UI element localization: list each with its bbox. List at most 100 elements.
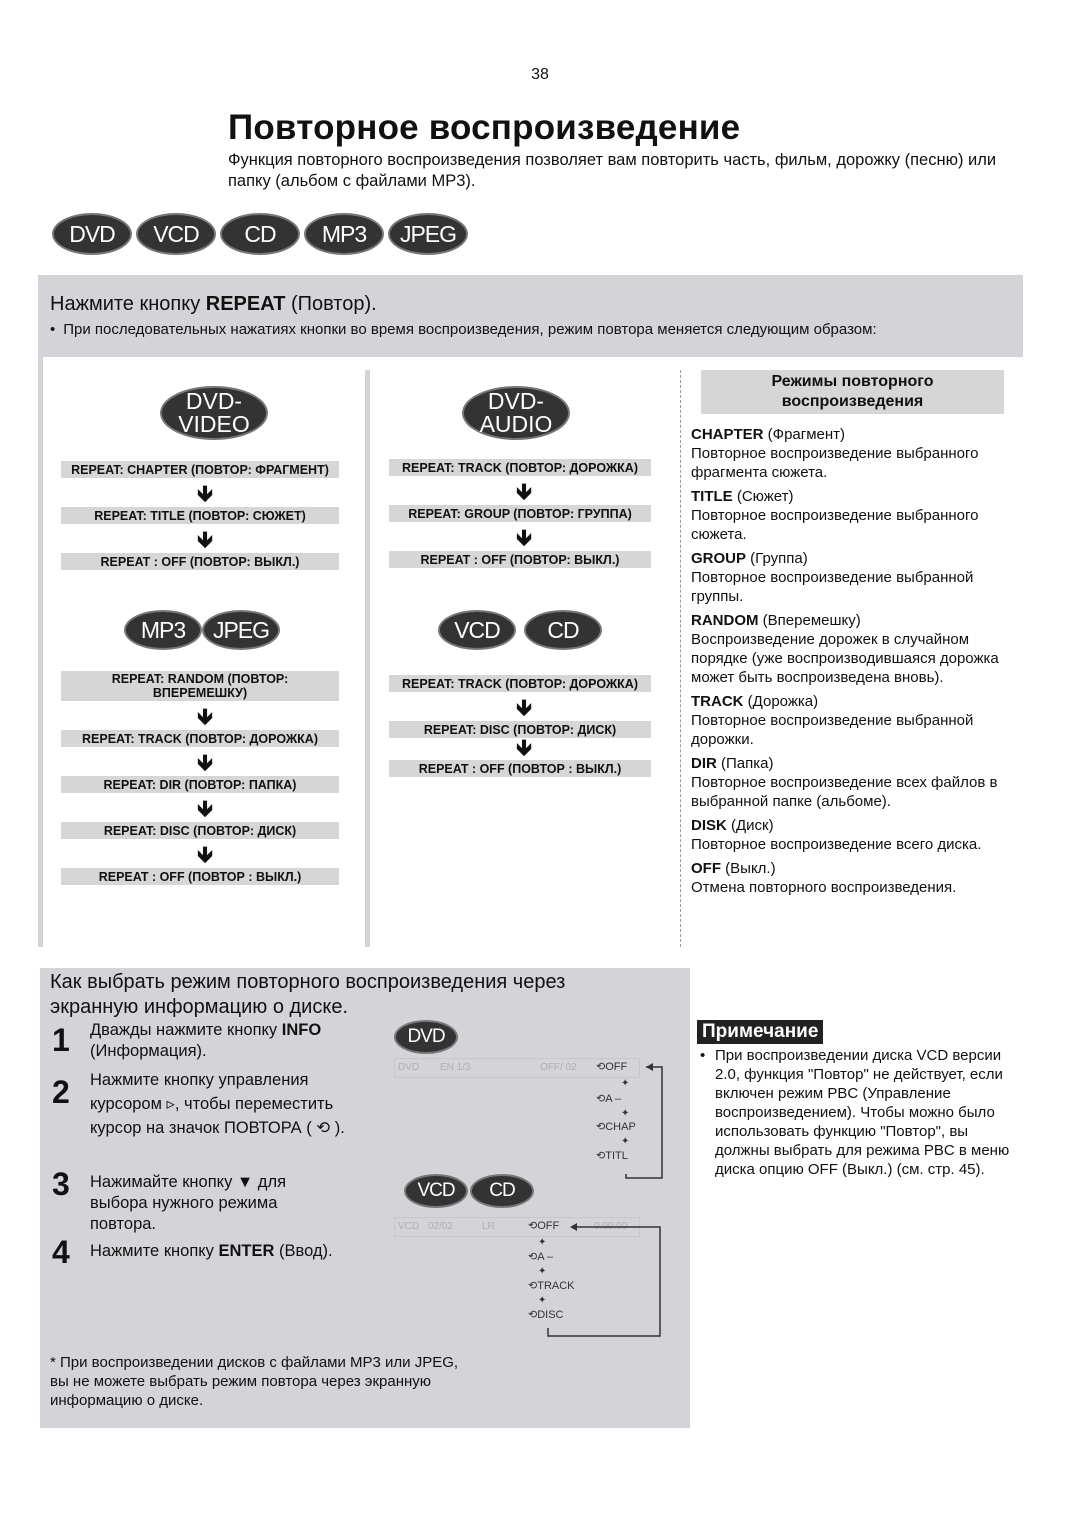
badge-label: CD <box>244 220 276 247</box>
step-text-part: Нажмите кнопку <box>90 1242 219 1260</box>
flow-step: REPEAT: GROUP (ПОВТОР: ГРУППА) <box>389 505 651 522</box>
badge-label: CD <box>547 616 579 643</box>
mode-item: DISK (Диск)Повторное воспроизведение все… <box>691 816 1021 854</box>
howto-panel <box>40 968 690 1428</box>
osd-badge-vcd: VCD <box>404 1174 468 1208</box>
mode-desc: Повторное воспроизведение выбранного фра… <box>691 445 979 481</box>
osd-option: ⟲TRACK <box>528 1279 575 1292</box>
mode-term: CHAPTER <box>691 426 764 443</box>
repeat-icon: ⟲ <box>596 1061 606 1073</box>
repeat-key-name: REPEAT <box>205 293 286 315</box>
badge-label: VCD <box>417 1180 455 1201</box>
osd-loop-line-vcd <box>547 1223 661 1337</box>
note-text: При воспроизведении диска VCD версии 2.0… <box>715 1047 1010 1178</box>
mode-desc: Воспроизведение дорожек в случайном поря… <box>691 631 999 686</box>
badge-label: JPEG <box>399 220 457 247</box>
bullet-dot: • <box>50 321 56 338</box>
mode-paren: (Папка) <box>716 755 774 772</box>
step-number: 3 <box>52 1166 70 1202</box>
osd-option-label: A – <box>537 1251 554 1263</box>
step-key: ENTER <box>218 1242 275 1260</box>
badge-label: CD <box>489 1180 515 1201</box>
badge-line: AUDIO <box>479 411 553 437</box>
flow-step: REPEAT: TRACK (ПОВТОР: ДОРОЖКА) <box>61 730 339 747</box>
modes-list: CHAPTER (Фрагмент) Повторное воспроизведе… <box>691 425 1021 902</box>
badge-line: DVD- <box>185 388 243 414</box>
mode-paren: (Диск) <box>726 817 774 834</box>
footnote: * При воспроизведении дисков с файлами М… <box>50 1354 459 1409</box>
mode-paren: (Сюжет) <box>732 488 794 505</box>
badge-label: JPEG <box>212 616 270 643</box>
mode-term: DIR <box>691 755 717 772</box>
down-arrow-icon: 🡻 <box>197 842 213 867</box>
flow-step: REPEAT: RANDOM (ПОВТОР:ВПЕРЕМЕШКУ) <box>61 671 339 701</box>
mode-item: RANDOM (Вперемешку) Воспроизведение дорож… <box>691 611 1021 687</box>
step-text: Нажмите кнопку управления курсором ▹, чт… <box>90 1071 345 1137</box>
badge-dvd-audio: DVD-AUDIO <box>462 386 570 440</box>
osd-arrow: ✦ <box>538 1295 547 1306</box>
flow-step: REPEAT: DIR (ПОВТОР: ПАПКА) <box>61 776 339 793</box>
repeat-icon: ⟲ <box>528 1280 538 1292</box>
mode-paren: (Вперемешку) <box>758 612 861 629</box>
badge-mp3: MP3 <box>124 610 202 650</box>
osd-option: ⟲A – <box>528 1250 553 1263</box>
badge-label: VCD <box>454 616 501 643</box>
flow-step: REPEAT: TRACK (ПОВТОР: ДОРОЖКА) <box>389 459 651 476</box>
repeat-icon: ⟲ <box>596 1121 606 1133</box>
step-text-part: (Ввод). <box>274 1242 333 1260</box>
osd-option: ⟲TITL <box>596 1149 628 1162</box>
badge-dvd-video: DVD-VIDEO <box>160 386 268 440</box>
repeat-icon: ⟲ <box>596 1093 606 1105</box>
mode-item: DIR (Папка) Повторное воспроизведение все… <box>691 754 1021 811</box>
osd-option-label: TITL <box>605 1150 628 1162</box>
badge-dvd: DVD <box>52 213 132 255</box>
osd-option: ⟲OFF <box>596 1060 627 1073</box>
mode-desc: Повторное воспроизведение выбранной груп… <box>691 569 974 605</box>
flow-step-line: ВПЕРЕМЕШКУ) <box>152 686 248 700</box>
badge-mp3: MP3 <box>304 213 384 255</box>
heading-prefix: Нажмите кнопку <box>50 293 206 315</box>
left-border-line <box>38 357 43 947</box>
osd-disc-type: DVD <box>398 1062 420 1073</box>
down-arrow-icon: 🡻 <box>197 481 213 506</box>
mode-desc: Повторное воспроизведение выбранной доро… <box>691 712 974 748</box>
badge-label: MP3 <box>321 220 367 247</box>
badge-label: DVD <box>69 220 116 247</box>
osd-arrow: ✦ <box>538 1237 547 1248</box>
flow-step-line: REPEAT: RANDOM (ПОВТОР: <box>111 672 289 686</box>
down-arrow-icon: 🡻 <box>197 527 213 552</box>
step-key: INFO <box>281 1021 322 1039</box>
flow-step: REPEAT: TITLE (ПОВТОР: СЮЖЕТ) <box>61 507 339 524</box>
osd-arrow: ✦ <box>538 1266 547 1277</box>
badge-jpeg: JPEG <box>202 610 280 650</box>
bullet-text: При последовательных нажатиях кнопки во … <box>63 321 877 338</box>
repeat-icon: ⟲ <box>528 1220 538 1232</box>
middle-divider <box>365 370 370 947</box>
badge-line: VIDEO <box>178 411 250 437</box>
osd-option-label: OFF <box>605 1061 628 1073</box>
mode-desc: Повторное воспроизведение всех файлов в … <box>691 774 998 810</box>
mode-paren: (Фрагмент) <box>763 426 846 443</box>
down-arrow-icon: 🡻 <box>197 750 213 775</box>
repeat-bullet: • При последовательных нажатиях кнопки во… <box>50 321 877 338</box>
step-number: 4 <box>52 1234 70 1270</box>
osd-option-label: A – <box>605 1093 622 1105</box>
osd-track: 02/02 <box>428 1221 454 1232</box>
badge-vcd: VCD <box>136 213 216 255</box>
badge-line: DVD- <box>487 388 545 414</box>
modes-heading-line: Режимы повторного <box>771 373 934 390</box>
step-number: 1 <box>52 1022 70 1058</box>
mode-item: OFF (Выкл.)Отмена повторного воспроизвед… <box>691 859 1021 897</box>
mode-term: RANDOM <box>691 612 759 629</box>
step-text: Нажмите кнопку ENTER (Ввод). <box>90 1241 340 1262</box>
badge-vcd: VCD <box>438 610 516 650</box>
osd-arrow: ✦ <box>621 1078 630 1089</box>
repeat-icon: ⟲ <box>528 1309 538 1321</box>
osd-option: ⟲DISC <box>528 1308 564 1321</box>
note-bullet: • <box>700 1047 706 1064</box>
osd-lang: EN 1/3 <box>440 1062 471 1073</box>
step-text-part: (Информация). <box>90 1042 207 1060</box>
mode-item: TITLE (Сюжет)Повторное воспроизведение в… <box>691 487 1021 544</box>
osd-option-label: TRACK <box>537 1280 575 1292</box>
osd-arrow: ✦ <box>621 1108 630 1119</box>
